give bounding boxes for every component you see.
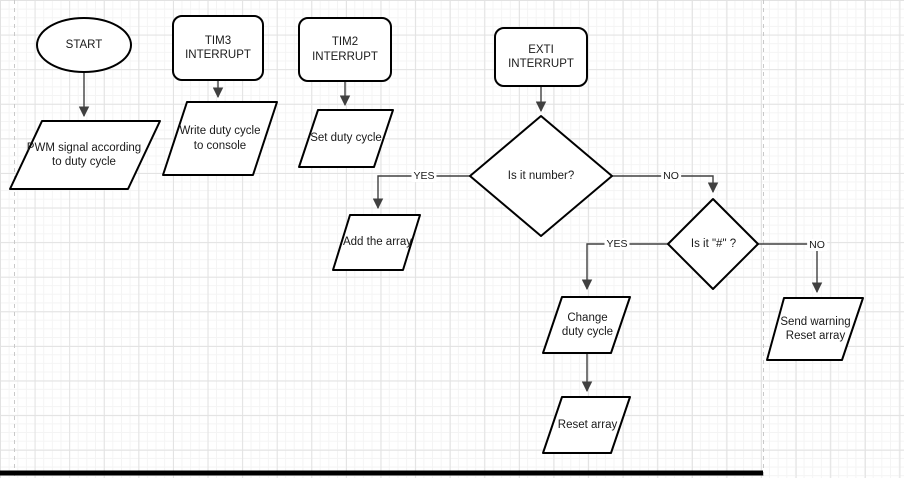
set-duty-node[interactable] bbox=[298, 109, 394, 168]
edge-ishash-yes[interactable] bbox=[581, 243, 668, 291]
send-warning-node[interactable] bbox=[766, 297, 864, 361]
is-number-decision[interactable] bbox=[469, 115, 613, 237]
add-array-node[interactable] bbox=[332, 214, 421, 271]
write-console-node[interactable] bbox=[162, 101, 278, 176]
change-duty-node[interactable] bbox=[542, 296, 631, 354]
edge-isnumber-yes[interactable] bbox=[372, 175, 470, 210]
exti-node[interactable] bbox=[494, 27, 588, 87]
reset-array-node[interactable] bbox=[542, 396, 631, 454]
tim3-node[interactable] bbox=[172, 15, 264, 81]
edge-isnumber-no[interactable] bbox=[612, 175, 719, 194]
tim2-node[interactable] bbox=[298, 17, 392, 82]
start-node[interactable] bbox=[36, 17, 132, 73]
window-bottom-edge bbox=[0, 470, 763, 476]
pwm-node[interactable] bbox=[9, 120, 161, 190]
edge-ishash-no[interactable] bbox=[758, 243, 823, 294]
is-hash-decision[interactable] bbox=[667, 198, 759, 290]
